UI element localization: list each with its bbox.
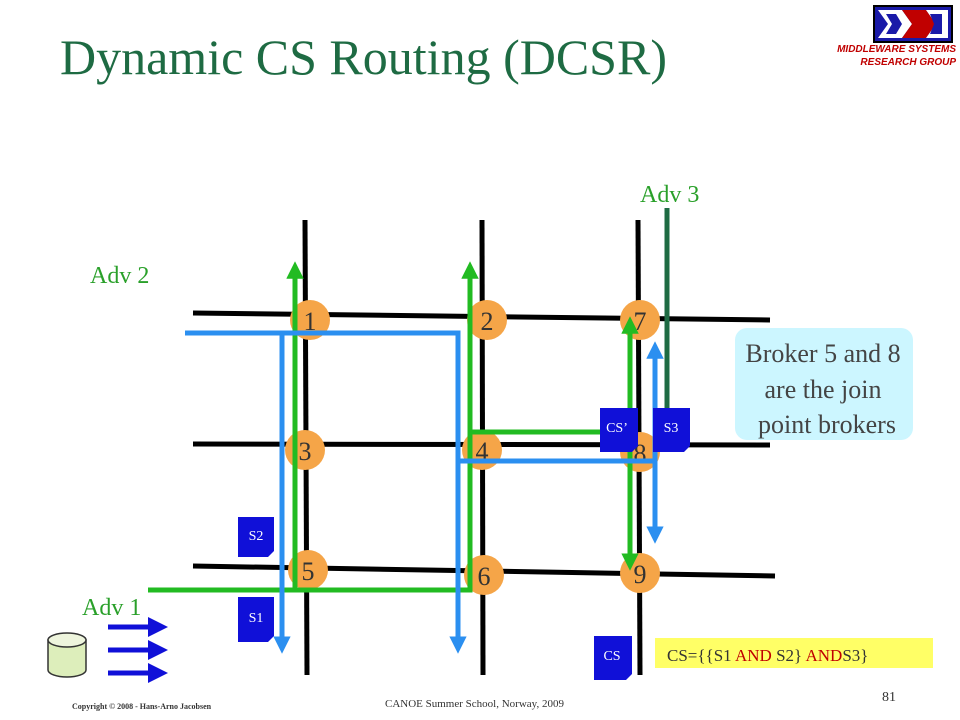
slide-title: Dynamic CS Routing (DCSR) — [60, 29, 667, 85]
s3-box: S3 — [653, 408, 690, 452]
broker-5-label: 5 — [302, 557, 315, 586]
msrg-logo: MIDDLEWARE SYSTEMS RESEARCH GROUP — [810, 2, 960, 82]
page-number: 81 — [882, 690, 896, 705]
formula-and-1: AND — [735, 646, 772, 665]
formula-part-5: S3} — [842, 646, 868, 665]
publication-arrow-2 — [108, 640, 168, 660]
formula-part-3: S2} — [772, 646, 806, 665]
s1-box: S1 — [238, 597, 274, 642]
broker-7-label: 7 — [634, 307, 647, 336]
broker-1-label: 1 — [304, 307, 317, 336]
formula-part-1: CS={{S1 — [667, 646, 735, 665]
cs-prime-label: CS’ — [606, 421, 628, 436]
join-point-note: Broker 5 and 8 are the join point broker… — [735, 328, 913, 440]
broker-9: 9 — [620, 553, 660, 593]
subscription-boxes: S2 S1 CS’ S3 CS — [238, 408, 690, 680]
adv2-label: Adv 2 — [90, 263, 149, 289]
broker-2: 2 — [467, 300, 507, 340]
publication-arrows — [108, 617, 168, 683]
cs-formula: CS={{S1 AND S2} ANDS3} — [655, 638, 933, 668]
publication-arrow-3 — [108, 663, 168, 683]
subscription-paths — [185, 330, 664, 654]
s2-label: S2 — [249, 529, 264, 544]
join-point-note-bg — [735, 328, 913, 440]
adv-path-to-node-2 — [148, 261, 479, 593]
cs-formula-bg — [655, 638, 933, 668]
broker-6: 6 — [464, 555, 504, 595]
cs-box: CS — [594, 636, 632, 680]
cs-prime-box: CS’ — [600, 408, 638, 452]
s2-box: S2 — [238, 517, 274, 557]
formula-and-2: AND — [806, 646, 843, 665]
adv-labels: Adv 2 Adv 3 Adv 1 — [82, 182, 699, 621]
logo-line-1: MIDDLEWARE SYSTEMS — [837, 44, 956, 55]
broker-9-label: 9 — [634, 560, 647, 589]
broker-6-label: 6 — [478, 562, 491, 591]
database-icon — [47, 632, 87, 678]
s3-label: S3 — [664, 421, 679, 436]
logo-line-2: RESEARCH GROUP — [860, 57, 956, 68]
broker-3-label: 3 — [299, 437, 312, 466]
note-line-2: are the join — [765, 375, 882, 404]
broker-7: 7 — [620, 300, 660, 340]
adv3-label: Adv 3 — [640, 182, 699, 208]
broker-2-label: 2 — [481, 307, 494, 336]
copyright: Copyright © 2008 - Hans-Arno Jacobsen — [72, 702, 212, 711]
s1-label: S1 — [249, 611, 264, 626]
event-name: CANOE Summer School, Norway, 2009 — [385, 698, 564, 710]
adv1-label: Adv 1 — [82, 595, 141, 621]
publication-arrow-1 — [108, 617, 168, 637]
sub-path-to-node-6 — [282, 330, 467, 654]
msrg-logo-icon — [873, 5, 953, 43]
note-line-3: point brokers — [758, 410, 896, 439]
broker-3: 3 — [285, 430, 325, 470]
cs-label: CS — [603, 649, 620, 664]
broker-1: 1 — [290, 300, 330, 340]
note-line-1: Broker 5 and 8 — [745, 339, 900, 368]
cs-formula-text: CS={{S1 AND S2} ANDS3} — [667, 646, 868, 665]
broker-5: 5 — [288, 550, 328, 590]
